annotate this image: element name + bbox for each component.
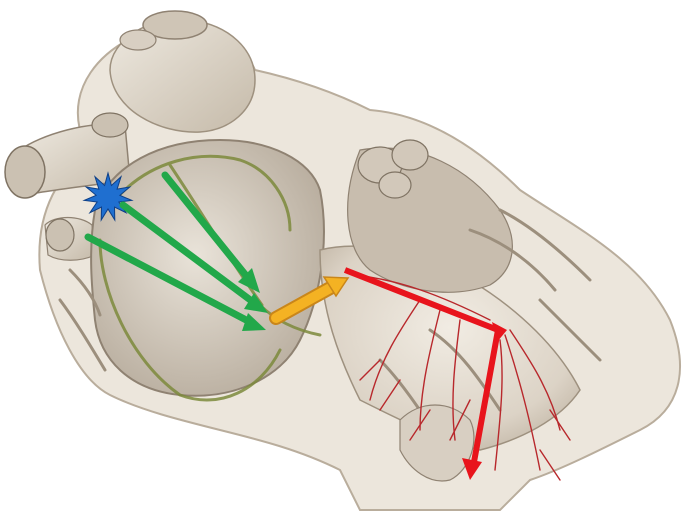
arrow-icon [322,276,350,298]
aortic-valve [357,139,429,199]
papillary-muscle [399,404,475,482]
coronary-vessels [354,274,571,481]
internodal-arrowheads [238,268,268,331]
burst-star-icon [82,171,134,222]
aorta-opening [142,10,208,40]
arrow-icon [242,313,266,331]
internodal-arrow-3 [84,233,254,326]
internodal-arrows [84,171,257,326]
internodal-arrow-2 [119,201,257,306]
polyline-arrow-icon [492,322,507,342]
arrow-icon [238,268,260,293]
arrow-icon [462,458,482,480]
brachiocephalic-vessel [119,29,157,51]
superior-vena-cava-opening [4,145,46,199]
pulmonary-vein-lower-opening [45,218,75,252]
pulmonary-vein-upper-opening [91,112,129,138]
internodal-arrow-1 [161,171,252,282]
av-delay-arrow-fill [271,282,337,323]
arrow-icon [244,293,268,313]
